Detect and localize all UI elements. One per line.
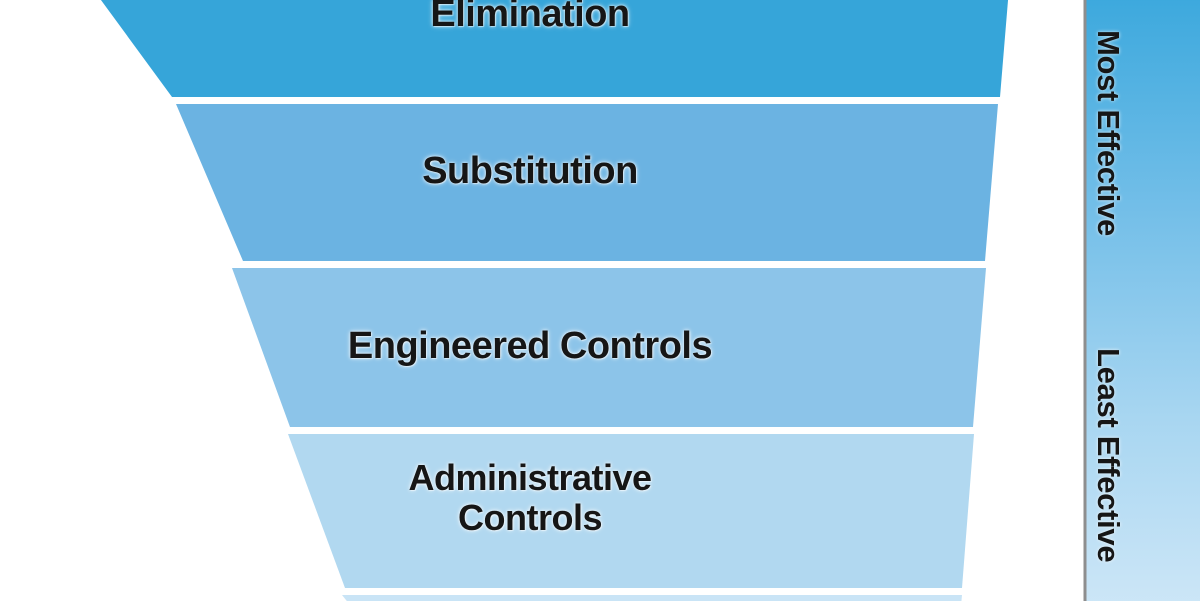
funnel-label-administrative-line2: Controls (458, 497, 603, 539)
funnel-band-substitution (176, 104, 998, 261)
funnel-label-engineered-controls: Engineered Controls (347, 325, 713, 367)
funnel-band-administrative-controls (288, 434, 974, 588)
funnel-label-elimination: Elimination (430, 0, 630, 35)
funnel-band-ppe (342, 595, 962, 601)
funnel-band-engineered-controls (232, 268, 986, 427)
funnel-band-elimination (100, 0, 1009, 97)
effectiveness-arrow (1083, 0, 1200, 601)
funnel-label-administrative-controls: Administrative Controls (280, 457, 780, 539)
funnel-label-administrative-line1: Administrative (408, 457, 652, 498)
funnel-label-substitution: Substitution (422, 150, 638, 192)
